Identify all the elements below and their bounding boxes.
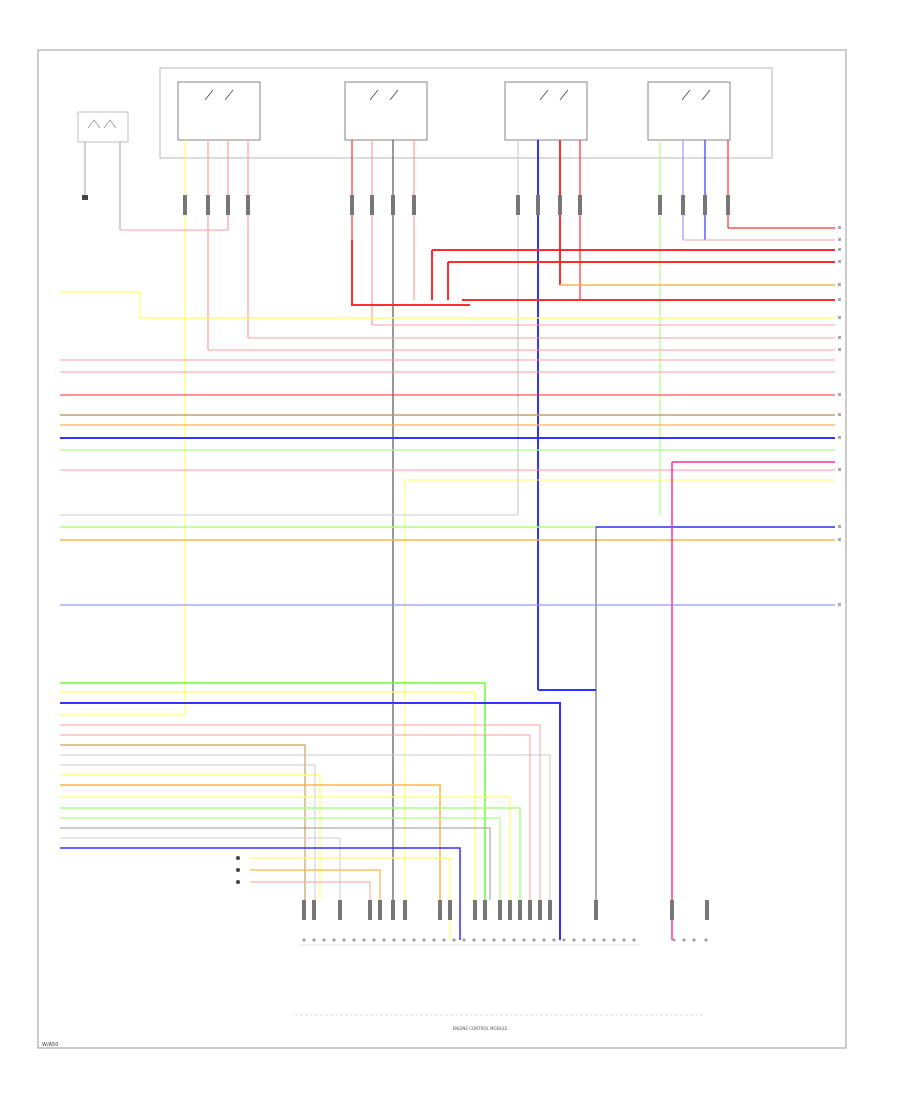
relay-pin-stubs [183,195,730,215]
diagram-frame [37,49,847,1049]
ecm-caption: ENGINE CONTROL MODULE [453,1026,508,1031]
relay-3 [504,81,588,141]
relay-1 [177,81,261,141]
ecm-connector: ENGINE CONTROL MODULE [295,900,709,1031]
page-code: W/A50 [42,1042,58,1048]
horizontal-harness [60,324,835,940]
relay-2 [344,81,428,141]
top-left-sensor [77,111,129,230]
left-tan-branch [60,291,835,319]
relay-4 [647,81,731,141]
lower-sensor-symbols [236,856,240,884]
relay-panel [159,67,773,159]
upper-red-bus [120,227,835,306]
right-edge-pins [838,226,841,606]
relay-risers [184,140,729,900]
